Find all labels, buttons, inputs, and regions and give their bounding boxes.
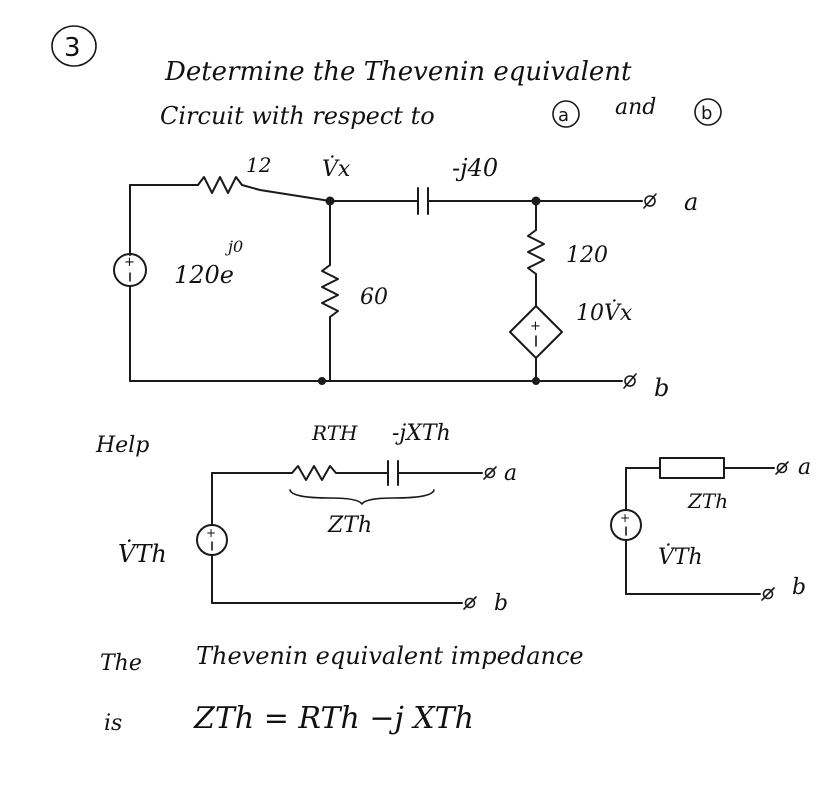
right-label-a: a [798, 455, 811, 480]
voltage-source-120: + [113, 253, 147, 287]
resistor-12 [197, 176, 243, 194]
label-dep-source: 10V̇x [576, 300, 633, 326]
conclusion-the: The [100, 651, 142, 676]
help-label-b: b [494, 591, 508, 616]
terminal-b-circled: b [694, 98, 722, 126]
problem-line2: Circuit with respect to [160, 102, 435, 130]
resistor-120 [527, 229, 545, 275]
label-cap: -j40 [452, 154, 498, 182]
svg-text:+: + [124, 255, 135, 270]
help-label-zth: ZTh [327, 513, 372, 538]
svg-text:+: + [206, 526, 216, 540]
help-label-vth: V̇Th [118, 540, 167, 568]
terminal-a-circled: a [552, 100, 580, 128]
zth-box [659, 457, 725, 479]
conclusion-text: Thevenin equivalent impedance [196, 642, 584, 670]
problem-and: and [615, 95, 656, 120]
label-source: 120e [174, 261, 234, 289]
help-label: Help [95, 433, 149, 458]
right-terminal-a [776, 462, 788, 474]
conclusion-equation: ZTh = RTh −j XTh [193, 701, 474, 736]
svg-text:+: + [530, 319, 541, 334]
help-circuit-right: + ZTh V̇Th a b [610, 455, 811, 601]
label-source-exp: j0 [225, 237, 243, 256]
label-vx: V̇x [322, 156, 351, 182]
right-terminal-b [762, 588, 774, 600]
label-r12: 12 [246, 153, 271, 177]
label-term-a: a [684, 188, 698, 216]
help-label-rth: RTH [311, 421, 358, 445]
zth-brace [289, 489, 435, 505]
label-r60: 60 [360, 285, 388, 310]
right-label-zth: ZTh [687, 489, 728, 513]
terminal-a [644, 195, 656, 207]
help-label-a: a [504, 461, 517, 486]
problem-line1: Determine the Thevenin equivalent [164, 57, 632, 87]
svg-text:a: a [558, 105, 569, 126]
help-terminal-a [484, 467, 496, 479]
help-resistor-rth [291, 465, 337, 481]
svg-text:b: b [701, 103, 712, 124]
svg-text:+: + [620, 511, 630, 525]
label-term-b: b [654, 374, 669, 402]
capacitor-j40 [417, 187, 429, 215]
dependent-source: + [509, 305, 563, 359]
right-label-b: b [792, 575, 806, 600]
label-r120: 120 [566, 243, 608, 268]
help-circuit-left: + RTH -jXTh ZTh V̇Th a b [118, 421, 517, 616]
conclusion-is: is [104, 711, 122, 736]
problem-number-text: 3 [64, 33, 81, 63]
main-circuit: + + 12 V̇x -j40 a 120e j0 60 120 [113, 153, 698, 402]
help-terminal-b [464, 597, 476, 609]
right-label-vth: V̇Th [658, 544, 703, 570]
help-label-xth: -jXTh [392, 421, 451, 446]
problem-number: 3 [51, 25, 97, 67]
terminal-b [624, 375, 636, 387]
resistor-60 [321, 264, 339, 318]
